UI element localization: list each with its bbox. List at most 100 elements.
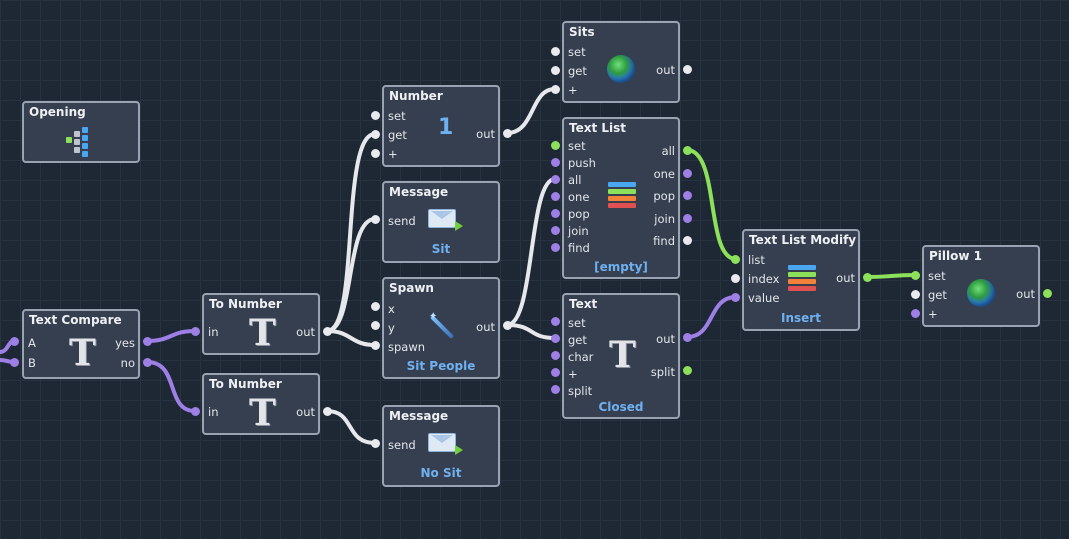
port-index[interactable] bbox=[731, 274, 740, 283]
port-split[interactable] bbox=[551, 385, 560, 394]
port-label-plus: + bbox=[388, 147, 398, 161]
port-set[interactable] bbox=[551, 317, 560, 326]
node-caption: No Sit bbox=[420, 466, 462, 480]
port-get[interactable] bbox=[371, 130, 380, 139]
port-plus[interactable] bbox=[551, 85, 560, 94]
port-plus[interactable] bbox=[551, 368, 560, 377]
port-label-spawn: spawn bbox=[388, 340, 426, 354]
port-y[interactable] bbox=[371, 321, 380, 330]
port-label-find-out: find bbox=[653, 234, 675, 248]
node-title: Message bbox=[389, 409, 449, 423]
wire-tonumber1-to-spawn[interactable] bbox=[325, 329, 377, 347]
node-text-list-modify[interactable]: Text List Modify list index value out In… bbox=[742, 229, 860, 331]
port-label-no: no bbox=[120, 356, 135, 370]
port-set[interactable] bbox=[551, 141, 560, 150]
port-push[interactable] bbox=[551, 158, 560, 167]
port-send[interactable] bbox=[371, 215, 380, 224]
port-plus[interactable] bbox=[371, 149, 380, 158]
port-get[interactable] bbox=[551, 334, 560, 343]
node-sits[interactable]: Sits set get + out bbox=[562, 21, 680, 103]
port-label-find: find bbox=[568, 241, 590, 255]
node-caption: Closed bbox=[598, 400, 644, 414]
text-t-icon: T bbox=[249, 392, 276, 434]
port-out[interactable] bbox=[323, 327, 332, 336]
port-pop[interactable] bbox=[551, 209, 560, 218]
node-text-list[interactable]: Text List set push all one pop join find… bbox=[562, 117, 680, 279]
port-char[interactable] bbox=[551, 351, 560, 360]
port-spawn[interactable] bbox=[371, 341, 380, 350]
text-t-icon: T bbox=[609, 334, 636, 376]
port-split-out[interactable] bbox=[683, 366, 692, 375]
port-label-y: y bbox=[388, 321, 395, 335]
port-label-join: join bbox=[568, 224, 589, 238]
port-value[interactable] bbox=[731, 293, 740, 302]
port-all[interactable] bbox=[551, 175, 560, 184]
envelope-icon bbox=[428, 433, 463, 455]
port-label-x: x bbox=[388, 302, 395, 316]
wire-compare-yes[interactable] bbox=[145, 329, 197, 343]
port-one[interactable] bbox=[551, 192, 560, 201]
port-label-value: value bbox=[748, 291, 780, 305]
node-text-compare[interactable]: Text Compare A B yes no T bbox=[22, 309, 140, 379]
port-set[interactable] bbox=[371, 111, 380, 120]
port-find[interactable] bbox=[551, 243, 560, 252]
node-to-number-2[interactable]: To Number in out T bbox=[202, 373, 320, 435]
wire-tonumber1-to-number-get[interactable] bbox=[325, 132, 377, 333]
wire-tonumber1-to-message-send[interactable] bbox=[325, 217, 377, 333]
port-out[interactable] bbox=[683, 333, 692, 342]
node-pillow[interactable]: Pillow 1 set get + out bbox=[922, 245, 1040, 327]
text-t-icon: T bbox=[249, 312, 276, 354]
port-no[interactable] bbox=[143, 358, 152, 367]
port-yes[interactable] bbox=[143, 337, 152, 346]
port-join[interactable] bbox=[551, 226, 560, 235]
port-label-split-out: split bbox=[650, 365, 675, 379]
wire-number-to-sits[interactable] bbox=[505, 87, 557, 135]
port-out[interactable] bbox=[323, 407, 332, 416]
node-number[interactable]: Number set get + out 1 bbox=[382, 85, 500, 167]
port-label-plus: + bbox=[568, 367, 578, 381]
wire-spawn-to-text-get[interactable] bbox=[505, 323, 557, 340]
wire-tonumber2-to-message-nosit[interactable] bbox=[325, 409, 377, 445]
node-spawn[interactable]: Spawn x y spawn out ✦ Sit People bbox=[382, 277, 500, 379]
port-get[interactable] bbox=[551, 66, 560, 75]
port-label-one: one bbox=[568, 190, 590, 204]
port-find-out[interactable] bbox=[683, 236, 692, 245]
port-out[interactable] bbox=[1043, 289, 1052, 298]
node-caption: Sit People bbox=[406, 359, 476, 373]
wire-spawn-to-textlist-all[interactable] bbox=[505, 177, 557, 327]
node-message-nosit[interactable]: Message send No Sit bbox=[382, 405, 500, 487]
port-plus[interactable] bbox=[911, 309, 920, 318]
node-message-sit[interactable]: Message send Sit bbox=[382, 181, 500, 263]
node-text[interactable]: Text set get char + split out split T Cl… bbox=[562, 293, 680, 419]
port-out[interactable] bbox=[683, 65, 692, 74]
node-title: Sits bbox=[569, 25, 595, 39]
port-pop-out[interactable] bbox=[683, 191, 692, 200]
port-a[interactable] bbox=[10, 337, 19, 346]
wire-textlist-all-to-modify-list[interactable] bbox=[685, 148, 738, 261]
port-all-out[interactable] bbox=[683, 146, 692, 155]
wire-modify-to-pillow-set[interactable] bbox=[865, 273, 918, 279]
node-to-number-1[interactable]: To Number in out T bbox=[202, 293, 320, 355]
port-label-out: out bbox=[836, 271, 855, 285]
port-in[interactable] bbox=[191, 407, 200, 416]
node-title: Text bbox=[569, 297, 598, 311]
port-send[interactable] bbox=[371, 439, 380, 448]
port-get[interactable] bbox=[911, 290, 920, 299]
port-label-get: get bbox=[568, 64, 587, 78]
port-in[interactable] bbox=[191, 327, 200, 336]
wire-compare-no[interactable] bbox=[145, 360, 197, 413]
port-x[interactable] bbox=[371, 302, 380, 311]
node-title: To Number bbox=[209, 377, 282, 391]
port-one-out[interactable] bbox=[683, 169, 692, 178]
node-opening[interactable]: Opening bbox=[22, 101, 140, 163]
list-icon bbox=[608, 182, 636, 210]
port-join-out[interactable] bbox=[683, 214, 692, 223]
port-set[interactable] bbox=[551, 47, 560, 56]
port-list[interactable] bbox=[731, 255, 740, 264]
port-b[interactable] bbox=[10, 358, 19, 367]
port-out[interactable] bbox=[863, 273, 872, 282]
port-out[interactable] bbox=[503, 321, 512, 330]
wire-text-out-to-modify-value[interactable] bbox=[685, 295, 738, 339]
port-set[interactable] bbox=[911, 271, 920, 280]
port-out[interactable] bbox=[503, 129, 512, 138]
